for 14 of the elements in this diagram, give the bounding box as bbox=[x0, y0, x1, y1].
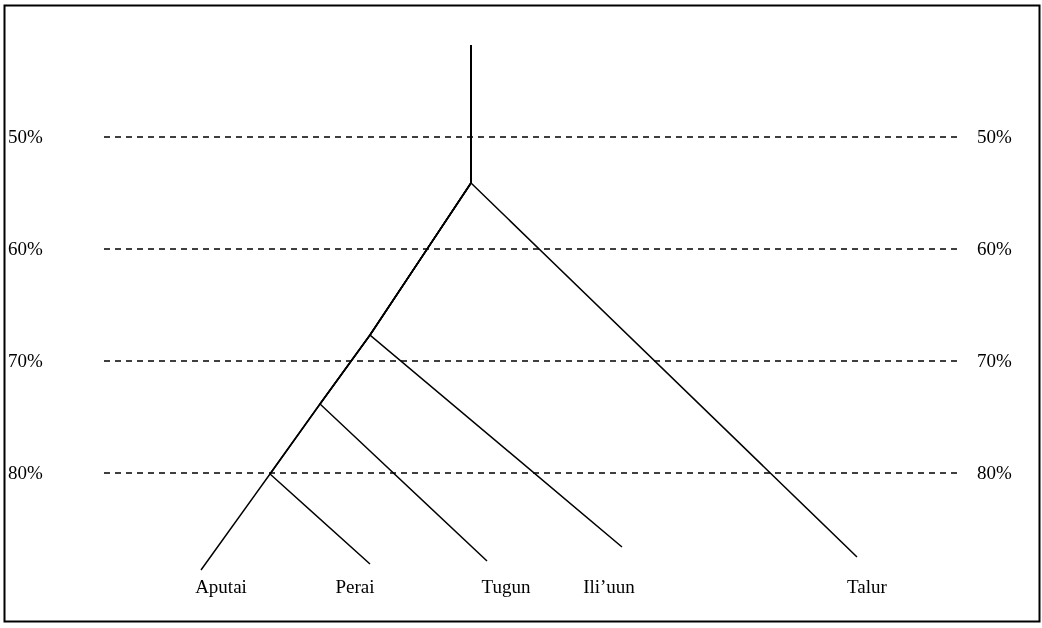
percentage-label: 60% bbox=[8, 239, 43, 259]
percentage-label: 80% bbox=[8, 463, 43, 483]
tree-branch-line bbox=[470, 44, 858, 558]
language-name: Talur bbox=[847, 577, 887, 597]
percentage-label: 50% bbox=[8, 127, 43, 147]
percentage-label: 60% bbox=[977, 239, 1012, 259]
language-name: Tugun bbox=[481, 577, 531, 597]
percentage-label: 70% bbox=[8, 351, 43, 371]
language-name: Aputai bbox=[195, 577, 247, 597]
percentage-label: 80% bbox=[977, 463, 1012, 483]
language-name: Ili’uun bbox=[583, 577, 635, 597]
language-name: Perai bbox=[335, 577, 375, 597]
percentage-label: 50% bbox=[977, 127, 1012, 147]
percentage-label: 70% bbox=[977, 351, 1012, 371]
